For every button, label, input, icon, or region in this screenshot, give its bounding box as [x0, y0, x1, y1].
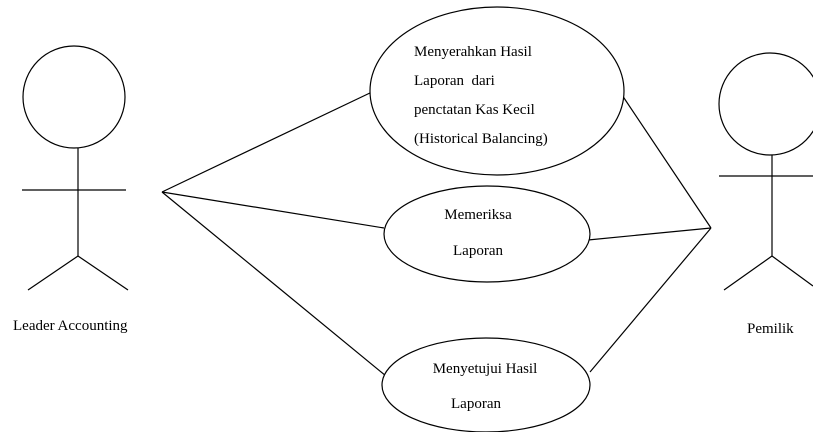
actor-pemilik-label: Pemilik [747, 321, 794, 337]
use-case-menyetujui-laporan: Menyetujui Hasil Laporan [381, 337, 591, 432]
actor-leader-right-leg [77, 255, 129, 291]
use-case-serahkan-line-2: Laporan dari [414, 73, 495, 89]
use-case-menyetujui-line-1: Menyetujui Hasil [433, 361, 538, 377]
use-case-serahkan-line-1: Menyerahkan Hasil [414, 44, 532, 60]
use-case-memeriksa-ellipse [383, 185, 591, 283]
use-case-serahkan-ellipse [369, 6, 625, 176]
actor-pemilik-right-leg [771, 255, 813, 287]
association-owner-periksa [587, 227, 712, 241]
association-owner-serah [621, 94, 712, 229]
actor-pemilik: Pemilik [718, 52, 813, 337]
actor-leader-head [22, 45, 126, 149]
associations [161, 91, 712, 377]
use-case-menyetujui-ellipse [381, 337, 591, 432]
use-case-serahkan-line-4: (Historical Balancing) [414, 131, 548, 147]
actor-pemilik-head [718, 52, 813, 156]
use-case-serahkan-laporan: Menyerahkan Hasil Laporan dari penctatan… [369, 6, 625, 176]
association-leader-setuju [161, 191, 387, 377]
actor-leader-left-leg [27, 255, 79, 291]
use-case-memeriksa-line-2: Laporan [453, 243, 503, 259]
use-case-memeriksa-laporan: Memeriksa Laporan [383, 185, 591, 283]
association-leader-periksa [161, 191, 385, 229]
actor-pemilik-left-leg [723, 255, 773, 291]
actor-leader-accounting: Leader Accounting [13, 45, 129, 334]
association-owner-setuju [589, 227, 712, 373]
actor-leader-label: Leader Accounting [13, 318, 128, 334]
use-case-serahkan-line-3: penctatan Kas Kecil [414, 102, 535, 118]
association-leader-serah [161, 91, 373, 193]
use-case-menyetujui-line-2: Laporan [451, 396, 501, 412]
use-case-memeriksa-line-1: Memeriksa [444, 207, 512, 223]
